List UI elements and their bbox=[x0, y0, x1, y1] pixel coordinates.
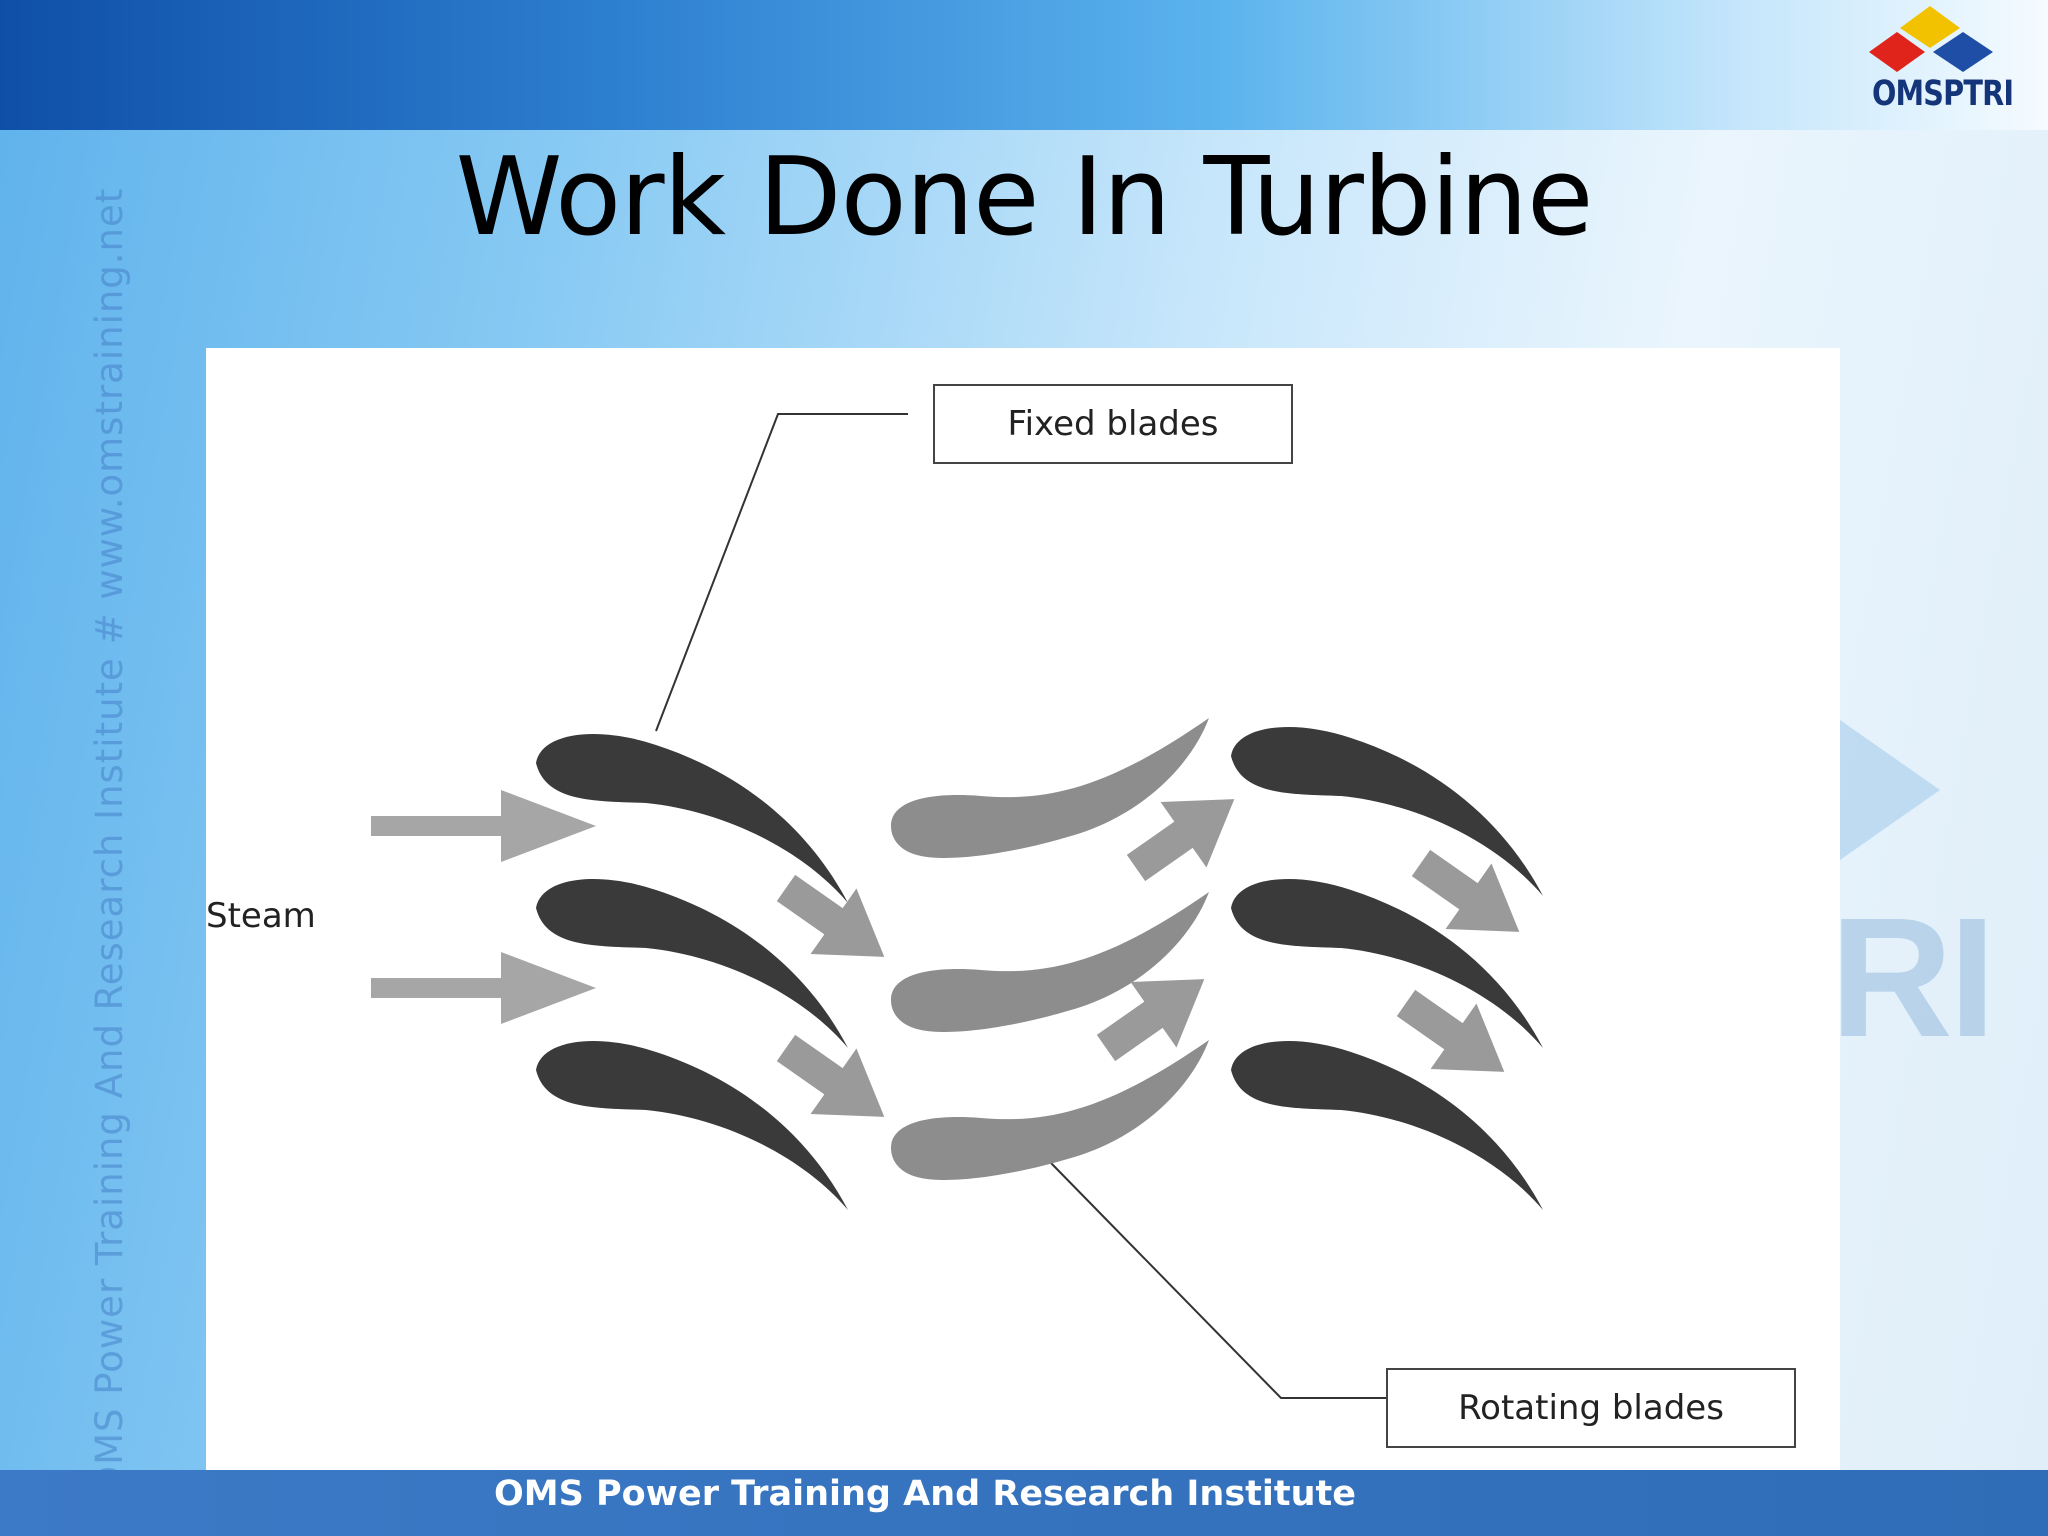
logo-top-diamond bbox=[1900, 6, 1960, 48]
rotating-blades-label: Rotating blades bbox=[1458, 1388, 1724, 1428]
rotating-blades-leader bbox=[1050, 1162, 1386, 1399]
fixed-blade-col3-row1 bbox=[1231, 726, 1543, 896]
omsptri-logo-icon bbox=[1869, 6, 1993, 72]
footer-text: OMS Power Training And Research Institut… bbox=[493, 1474, 1356, 1514]
rotating-blades-label-box: Rotating blades bbox=[1386, 1368, 1796, 1448]
rotating-blade-col2-row3 bbox=[891, 1040, 1209, 1180]
turbine-diagram: Fixed blades Rotating blades Steam bbox=[206, 348, 1840, 1470]
steam-label: Steam bbox=[206, 896, 316, 936]
slide-title: Work Done In Turbine bbox=[455, 135, 1594, 260]
logo-text: OMSPTRI bbox=[1871, 74, 2014, 114]
logo-left-diamond bbox=[1869, 32, 1925, 72]
background-chevron bbox=[1840, 720, 1940, 860]
fixed-blade-col1-row1 bbox=[536, 733, 848, 903]
steam-arrow-top bbox=[371, 790, 596, 862]
fixed-blades-label-box: Fixed blades bbox=[933, 384, 1293, 464]
fixed-blades-label: Fixed blades bbox=[1007, 404, 1219, 444]
side-watermark: OMS Power Training And Research Institut… bbox=[88, 187, 131, 1495]
background-logo-watermark: RI bbox=[1830, 883, 1996, 1073]
footer-bar bbox=[0, 1470, 2048, 1536]
logo-right-diamond bbox=[1933, 32, 1993, 72]
fixed-blades-leader bbox=[655, 413, 908, 732]
steam-arrow-bottom bbox=[371, 952, 596, 1024]
header-bar bbox=[0, 0, 2048, 130]
turbine-diagram-svg bbox=[371, 413, 1543, 1399]
